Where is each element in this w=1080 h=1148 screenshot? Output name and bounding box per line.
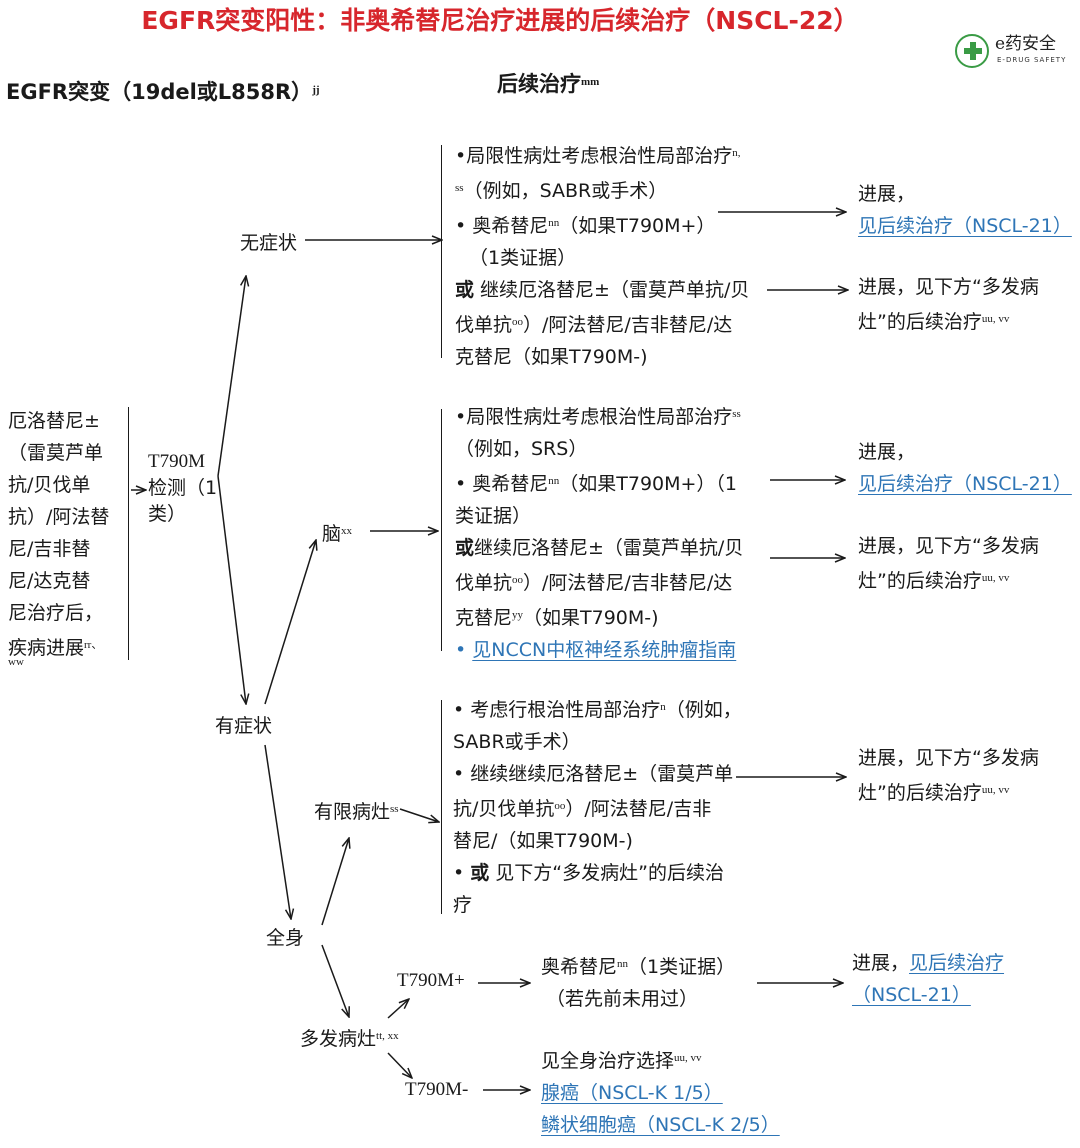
logo-subtitle: E-DRUG SAFETY [997, 56, 1067, 64]
brain-outcome-2: 进展，见下方“多发病 灶”的后续治疗uu, vv [858, 535, 1039, 592]
t790m-negative-treatment: 见全身治疗选择uu, vv 腺癌（NSCL-K 1/5） 鳞状细胞癌（NSCL-… [541, 1050, 780, 1136]
asymptomatic-treatment-box: •局限性病灶考虑根治性局部治疗n, ss（例如，SABR或手术） • 奥希替尼n… [455, 145, 750, 368]
logo-name: e药安全 [995, 34, 1057, 54]
squamous-cell-carcinoma-link[interactable]: 鳞状细胞癌（NSCL-K 2/5） [541, 1114, 780, 1136]
asym-bracket [441, 145, 442, 358]
start-bracket [128, 407, 129, 660]
asym-outcome-2: 进展，见下方“多发病 灶”的后续治疗uu, vv [858, 276, 1039, 333]
systemic-node: 全身 [266, 927, 305, 949]
brain-treatment-box: •局限性病灶考虑根治性局部治疗ss （例如，SRS） • 奥希替尼nn（如果T7… [455, 406, 744, 661]
nccn-cns-guideline-link[interactable]: 见NCCN中枢神经系统肿瘤指南 [472, 639, 737, 661]
limited-outcome: 进展，见下方“多发病 灶”的后续治疗uu, vv [858, 747, 1039, 804]
brain-bracket [441, 409, 442, 651]
nscl-21-link[interactable]: 见后续治疗 [909, 952, 1005, 974]
nscl-21-link[interactable]: 见后续治疗（NSCL-21） [858, 473, 1072, 495]
brain-outcome-1: 进展， 见后续治疗（NSCL-21） [858, 441, 1072, 495]
plus-circle-icon [955, 34, 989, 68]
t790m-positive-treatment: 奥希替尼nn（1类证据） （若先前未用过） [541, 956, 736, 1010]
t790m-positive-outcome: 进展，见后续治疗 （NSCL-21） [852, 952, 1005, 1006]
brain-node: 脑xx [322, 523, 353, 545]
brand-logo: e药安全 E-DRUG SAFETY [955, 34, 1067, 70]
multiple-lesions-node: 多发病灶tt, xx [300, 1028, 399, 1050]
symptomatic-node: 有症状 [215, 715, 273, 737]
limited-bracket [441, 700, 442, 914]
left-header: EGFR突变（19del或L858R）jj [6, 80, 320, 104]
t790m-negative-node: T790M- [405, 1079, 469, 1100]
limited-disease-node: 有限病灶ss [314, 801, 399, 823]
nscl-21-link[interactable]: 见后续治疗（NSCL-21） [858, 215, 1072, 237]
nscl-21-link[interactable]: （NSCL-21） [852, 984, 971, 1006]
start-node: 厄洛替尼± （雷莫芦单 抗/贝伐单 抗）/阿法替 尼/吉非替 尼/达克替 尼治疗… [8, 410, 110, 668]
adenocarcinoma-link[interactable]: 腺癌（NSCL-K 1/5） [541, 1082, 723, 1104]
limited-treatment-box: • 考虑行根治性局部治疗n（例如， SABR或手术） • 继续继续厄洛替尼±（雷… [453, 699, 742, 916]
page-title: EGFR突变阳性：非奥希替尼治疗进展的后续治疗（NSCL-22） [141, 6, 859, 35]
asymptomatic-node: 无症状 [240, 232, 298, 254]
t790m-positive-node: T790M+ [397, 970, 465, 991]
asym-outcome-1: 进展， 见后续治疗（NSCL-21） [858, 183, 1072, 237]
t790m-test-node: T790M 检测（1 类） [148, 451, 218, 525]
right-header: 后续治疗mm [497, 72, 600, 96]
